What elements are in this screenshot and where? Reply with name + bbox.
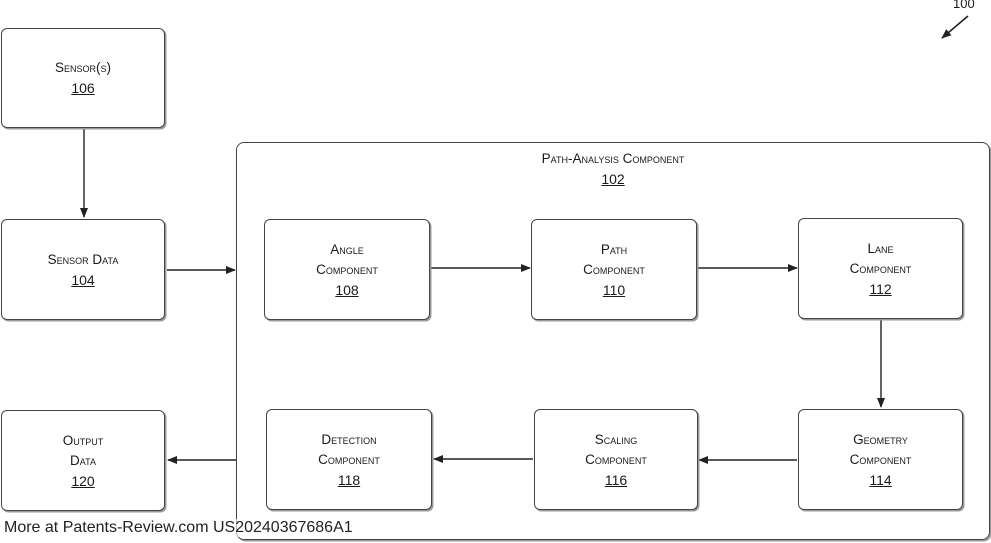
geometry-label-line2: Component: [849, 451, 912, 467]
geometry-component-box: Geometry Component 114: [798, 409, 963, 510]
patents-review-footer: More at Patents-Review.com US20240367686…: [4, 519, 353, 537]
path-analysis-component-container: Path-Analysis Component 102: [236, 142, 990, 540]
geometry-label-line1: Geometry: [853, 431, 908, 447]
output-data-ref: 120: [71, 472, 95, 489]
sensor-data-label: Sensor Data: [47, 251, 119, 267]
sensors-label: Sensor(s): [54, 60, 111, 75]
geometry-ref: 114: [869, 471, 892, 488]
angle-label-line1: Angle: [330, 241, 364, 257]
figure-ref-arrow: [941, 15, 969, 39]
scaling-label-line1: Scaling: [594, 431, 638, 447]
scaling-component-box: Scaling Component 116: [534, 409, 698, 510]
path-analysis-ref: 102: [601, 171, 625, 187]
detection-ref: 118: [337, 471, 361, 488]
path-analysis-label: Path-Analysis Component: [541, 151, 685, 166]
figure-reference-number: 100: [953, 0, 975, 11]
output-data-label-line1: Output: [62, 432, 104, 448]
path-ref: 110: [602, 281, 626, 298]
sensor-data-ref: 104: [71, 271, 95, 288]
path-label-line1: Path: [600, 241, 628, 257]
lane-component-box: Lane Component 112: [798, 218, 963, 319]
scaling-ref: 116: [604, 471, 628, 488]
path-component-box: Path Component 110: [531, 219, 697, 320]
detection-component-box: Detection Component 118: [266, 409, 432, 510]
output-data-label-line2: Data: [70, 452, 96, 468]
lane-label-line2: Component: [849, 260, 912, 276]
angle-component-box: Angle Component 108: [264, 219, 430, 320]
angle-ref: 108: [335, 281, 359, 298]
sensor-data-box: Sensor Data 104: [1, 219, 165, 320]
lane-label-line1: Lane: [867, 240, 894, 256]
angle-label-line2: Component: [316, 261, 378, 277]
detection-label-line2: Component: [318, 451, 380, 467]
path-label-line2: Component: [583, 261, 645, 277]
sensors-ref: 106: [71, 80, 95, 96]
path-analysis-title: Path-Analysis Component 102: [237, 149, 989, 189]
output-data-box: Output Data 120: [1, 410, 165, 511]
lane-ref: 112: [869, 280, 892, 297]
sensors-box: Sensor(s) 106: [1, 28, 165, 128]
scaling-label-line2: Component: [585, 451, 647, 467]
detection-label-line1: Detection: [321, 431, 377, 447]
